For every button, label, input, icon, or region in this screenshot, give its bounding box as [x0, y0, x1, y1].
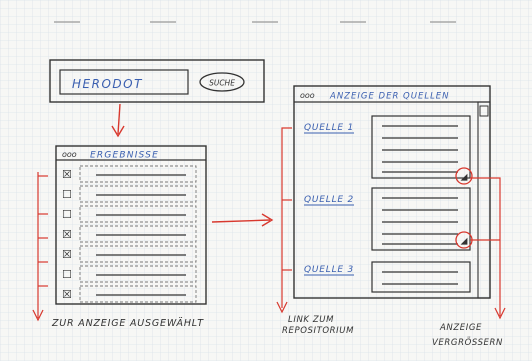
- result-checkbox[interactable]: ☒: [62, 288, 72, 301]
- enlarge-button[interactable]: ◢: [455, 167, 473, 185]
- result-row-box: [79, 245, 197, 263]
- source-list: QUELLE 1 QUELLE 2 QUELLE 3 ◢ ◢: [304, 115, 473, 293]
- result-row-box: [79, 165, 197, 183]
- result-checkbox[interactable]: ☐: [62, 188, 72, 201]
- detail-scrollbar[interactable]: [477, 101, 491, 299]
- result-row[interactable]: ☐: [62, 265, 197, 283]
- detail-scroll-thumb[interactable]: [479, 105, 489, 117]
- annotation-link-line2: REPOSITORIUM: [282, 326, 354, 336]
- result-row-box: [79, 185, 197, 203]
- resize-icon: ◢: [461, 237, 468, 247]
- search-input-value: HERODOT: [72, 77, 143, 91]
- detail-window-title: ANZEIGE DER QUELLEN: [329, 92, 450, 102]
- search-button[interactable]: [199, 72, 245, 92]
- result-row-box: [79, 265, 197, 283]
- results-list: ☒ ☐ ☐ ☒ ☒ ☐ ☒: [62, 165, 197, 303]
- resize-icon: ◢: [461, 173, 468, 183]
- source-link[interactable]: QUELLE 1: [304, 123, 354, 133]
- annotation-link-line1: LINK ZUM: [288, 315, 334, 325]
- source-block: QUELLE 2: [304, 187, 471, 251]
- result-row[interactable]: ☒: [62, 245, 197, 263]
- selection-connector: [32, 172, 48, 322]
- source-block: QUELLE 3: [304, 261, 471, 293]
- result-checkbox[interactable]: ☒: [62, 228, 72, 241]
- source-block: QUELLE 1: [304, 115, 471, 179]
- result-checkbox[interactable]: ☐: [62, 208, 72, 221]
- source-link[interactable]: QUELLE 2: [304, 195, 354, 205]
- result-checkbox[interactable]: ☐: [62, 268, 72, 281]
- result-checkbox[interactable]: ☒: [62, 248, 72, 261]
- link-connector: [276, 127, 292, 314]
- result-row[interactable]: ☐: [62, 205, 197, 223]
- results-window: ooo ERGEBNISSE: [55, 145, 207, 305]
- source-preview-box: [371, 187, 471, 251]
- annotation-enlarge-line1: ANZEIGE: [439, 323, 482, 333]
- result-row-box: [79, 225, 197, 243]
- search-button-label: SUCHE: [209, 79, 235, 88]
- result-row[interactable]: ☐: [62, 185, 197, 203]
- source-preview-box: [371, 261, 471, 293]
- enlarge-highlight-circle: [455, 167, 473, 185]
- detail-window: ooo ANZEIGE DER QUELLEN: [293, 85, 491, 299]
- result-checkbox[interactable]: ☒: [62, 168, 72, 181]
- search-input[interactable]: [59, 69, 189, 95]
- results-window-dots: ooo: [62, 150, 77, 159]
- result-row-box: [79, 205, 197, 223]
- enlarge-connector: [470, 177, 506, 320]
- search-panel: HERODOT SUCHE: [49, 59, 265, 103]
- arrow-results-to-detail: [211, 213, 274, 227]
- source-link[interactable]: QUELLE 3: [304, 265, 354, 275]
- result-row[interactable]: ☒: [62, 225, 197, 243]
- result-row[interactable]: ☒: [62, 165, 197, 183]
- detail-window-dots: ooo: [300, 91, 315, 100]
- result-row-box: [79, 285, 197, 303]
- source-preview-box: [371, 115, 471, 179]
- results-window-title: ERGEBNISSE: [90, 151, 159, 161]
- arrow-search-to-results: [111, 103, 125, 138]
- result-row[interactable]: ☒: [62, 285, 197, 303]
- annotation-enlarge-line2: VERGRÖSSERN: [432, 337, 503, 348]
- annotation-selected-for-display: ZUR ANZEIGE AUSGEWÄHLT: [51, 318, 204, 329]
